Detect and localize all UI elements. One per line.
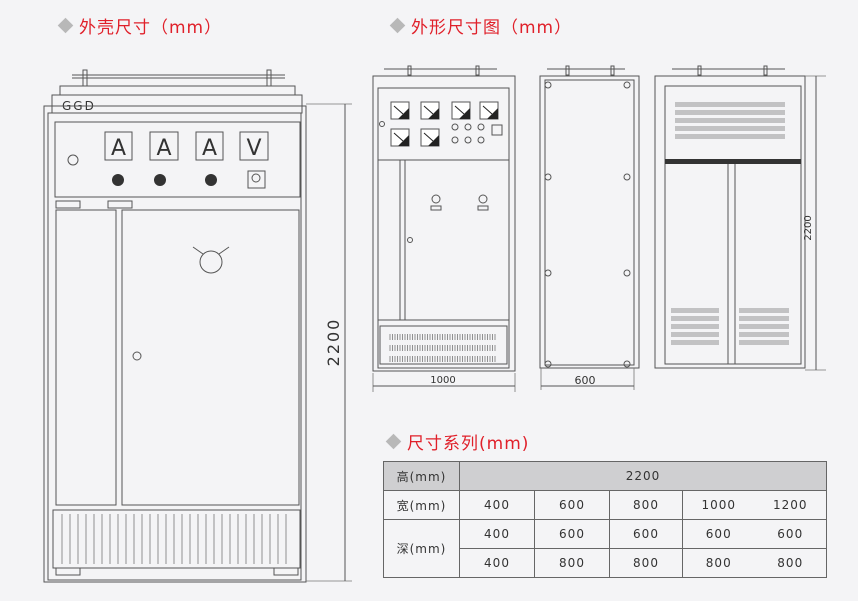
meter-needle-icon bbox=[482, 105, 493, 115]
table-cell: 400 bbox=[459, 519, 535, 549]
table-cell: 400 bbox=[459, 548, 535, 578]
meter-needle-icon bbox=[454, 105, 465, 115]
meter-panel bbox=[390, 101, 503, 147]
vent-slats bbox=[671, 102, 789, 345]
indicator-lamp-icon bbox=[205, 174, 217, 186]
meter-needle-icon bbox=[428, 108, 439, 119]
table-cell: 800 bbox=[609, 490, 683, 520]
table-cell: 600 bbox=[754, 519, 827, 549]
table-cell: 1000 bbox=[682, 490, 755, 520]
meter-needle-icon bbox=[423, 105, 434, 115]
width-dimension: 1000 bbox=[430, 375, 455, 386]
table-cell: 800 bbox=[534, 548, 610, 578]
rear-height-dimension: 2200 bbox=[803, 215, 814, 240]
table-cell: 600 bbox=[609, 519, 683, 549]
cabinet-side-view: 600 bbox=[539, 65, 640, 390]
table-cell: 800 bbox=[682, 548, 755, 578]
size-series-table: 高(mm) 2200 宽(mm) 400 600 800 1000 1200 深… bbox=[383, 461, 827, 578]
table-cell: 600 bbox=[534, 490, 610, 520]
meter-needle-icon bbox=[393, 105, 404, 115]
ammeter-label: A bbox=[202, 136, 217, 161]
height-value: 2200 bbox=[459, 461, 827, 491]
button-icon bbox=[477, 123, 485, 131]
switch-icon bbox=[247, 170, 266, 189]
height-label: 高(mm) bbox=[383, 461, 460, 491]
meter-needle-icon bbox=[487, 108, 498, 119]
vent-slats bbox=[61, 514, 287, 564]
cabinet-front-view: 1000 bbox=[372, 65, 516, 392]
table-cell: 800 bbox=[609, 548, 683, 578]
table-cell: 1200 bbox=[754, 490, 827, 520]
heading-text: 尺寸系列(mm) bbox=[407, 434, 530, 454]
button-icon bbox=[451, 123, 459, 131]
button-icon bbox=[464, 123, 472, 131]
depth-label: 深(mm) bbox=[383, 519, 460, 578]
meter-needle-icon bbox=[423, 132, 434, 142]
heading-size-series: 尺寸系列(mm) bbox=[385, 429, 530, 454]
voltmeter-label: V bbox=[246, 136, 261, 161]
table-row: 高(mm) 2200 bbox=[383, 461, 827, 491]
cabinet-front-detail: GGD A A A V 2200 bbox=[43, 69, 352, 583]
height-dimension: 2200 bbox=[324, 318, 343, 367]
table-cell: 600 bbox=[534, 519, 610, 549]
meter-panel: A A A V bbox=[104, 131, 269, 161]
heading-shell-size: 外壳尺寸（mm） bbox=[57, 13, 223, 38]
table-cell: 600 bbox=[682, 519, 755, 549]
button-icon bbox=[477, 136, 485, 144]
ammeter-label: A bbox=[111, 136, 126, 161]
button-icon bbox=[464, 136, 472, 144]
indicator-lamp-icon bbox=[112, 174, 124, 186]
vent-slats bbox=[389, 334, 496, 362]
heading-outline-size: 外形尺寸图（mm） bbox=[389, 13, 573, 38]
table-row: 400 800 800 800 800 bbox=[384, 548, 827, 578]
lock-icon bbox=[132, 351, 142, 361]
meter-needle-icon bbox=[428, 135, 439, 146]
vent-panel bbox=[52, 509, 301, 569]
heading-text: 外形尺寸图（mm） bbox=[411, 18, 573, 38]
right-door bbox=[121, 209, 300, 506]
switch-icon bbox=[491, 124, 503, 136]
indicator-lamp-icon bbox=[154, 174, 166, 186]
table-row: 宽(mm) 400 600 800 1000 1200 bbox=[383, 490, 827, 520]
meter-needle-icon bbox=[393, 132, 404, 142]
ammeter-label: A bbox=[156, 136, 171, 161]
depth-dimension: 600 bbox=[575, 374, 596, 387]
meter-needle-icon bbox=[459, 108, 470, 119]
lock-icon bbox=[67, 154, 79, 166]
table-cell: 400 bbox=[459, 490, 535, 520]
heading-text: 外壳尺寸（mm） bbox=[79, 18, 223, 38]
table-cell: 800 bbox=[754, 548, 827, 578]
table-row: 深(mm) 400 600 600 600 600 bbox=[383, 519, 827, 578]
width-label: 宽(mm) bbox=[383, 490, 460, 520]
handle-icon bbox=[199, 250, 223, 274]
left-door bbox=[55, 209, 117, 506]
button-icon bbox=[451, 136, 459, 144]
cabinet-rear-view: 2200 bbox=[654, 65, 826, 371]
meter-needle-icon bbox=[398, 135, 409, 146]
meter-needle-icon bbox=[398, 108, 409, 119]
